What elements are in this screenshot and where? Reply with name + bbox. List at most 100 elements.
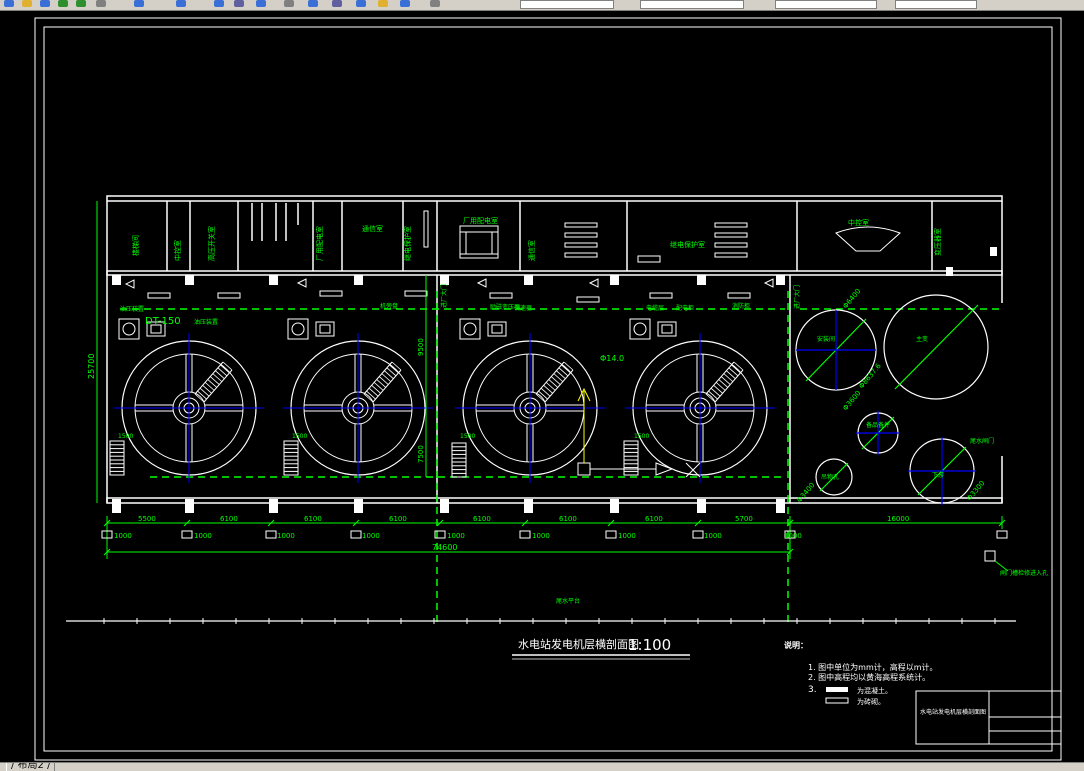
- redo-icon[interactable]: [76, 0, 86, 7]
- tool-palette-icon[interactable]: [284, 0, 294, 7]
- column: [185, 499, 194, 513]
- dimension-ticks: [101, 519, 1008, 556]
- dimension-text: 6100: [389, 515, 407, 523]
- bay-label: 吊物孔: [821, 473, 839, 481]
- columns: [112, 247, 997, 513]
- column: [776, 499, 785, 513]
- generator-units: [114, 318, 775, 483]
- corridor-equipment: [124, 278, 774, 303]
- zoom-icon[interactable]: [134, 0, 144, 7]
- legend-brick: 为砖砌。: [857, 697, 885, 706]
- title-block: [915, 690, 1062, 745]
- stair-label: 1500: [634, 433, 649, 440]
- corridor-label: 进厂大门: [440, 284, 448, 308]
- corridor-label: 调速器: [514, 304, 532, 312]
- drawing-labels: 楼梯间中控室高压开关室厂用配电室继电保护室通信室变压器室通信室厂用配电室继电保护…: [87, 216, 1048, 605]
- column: [697, 275, 706, 285]
- equipment-panel: [576, 296, 600, 303]
- stairs: [109, 440, 639, 478]
- open-icon[interactable]: [22, 0, 32, 7]
- generator-unit-4: [625, 318, 775, 483]
- equipment-panel: [404, 290, 428, 297]
- column: [269, 275, 278, 285]
- equipment-panel: [319, 290, 343, 297]
- room-label: 中控室: [173, 240, 182, 261]
- room-label: 继电保护室: [403, 226, 412, 261]
- note-1: 1. 图中单位为mm计，高程以m计。: [808, 662, 938, 672]
- room-label: 厂用配电室: [463, 216, 498, 225]
- dimension-text: 1000: [784, 532, 802, 540]
- toolbar-dropdown-3[interactable]: [775, 0, 877, 9]
- column: [440, 275, 449, 285]
- generator-unit-3: [455, 318, 605, 483]
- stair: [623, 440, 639, 476]
- bay-dim-label: Φ3400: [795, 481, 816, 504]
- note-3: 3.: [808, 685, 817, 695]
- dimension-text: 16000: [887, 515, 909, 523]
- dimension-text: 1000: [704, 532, 722, 540]
- dimension-text: 5700: [735, 515, 753, 523]
- axis-lines-green: [120, 291, 1000, 626]
- equipment-panel: [217, 292, 241, 299]
- dimension-text: 6100: [304, 515, 322, 523]
- equipment-panel: [649, 292, 673, 299]
- legend-concrete: 为混凝土。: [857, 686, 892, 695]
- dimension-text: 1000: [362, 532, 380, 540]
- room-label: 继电保护室: [670, 240, 705, 249]
- layer-state-icon[interactable]: [430, 0, 440, 7]
- room-label: 通信室: [527, 240, 536, 261]
- door-swing: [296, 278, 307, 288]
- column: [354, 275, 363, 285]
- tab-layout2[interactable]: / 布局2 /: [6, 763, 56, 771]
- room-label: 变压器室: [933, 228, 942, 256]
- cad-drawing[interactable]: 水电站发电机层横剖面图 1:100 说明： 1. 图中单位为mm计，高程以m计。…: [0, 11, 1084, 762]
- calculator-icon[interactable]: [332, 0, 342, 7]
- corridor-label: 油压装置: [194, 318, 218, 326]
- markup-icon[interactable]: [308, 0, 318, 7]
- pan-icon[interactable]: [96, 0, 106, 7]
- layer-manager-icon[interactable]: [400, 0, 410, 7]
- save-icon[interactable]: [40, 0, 50, 7]
- drawing-canvas[interactable]: 水电站发电机层横剖面图 1:100 说明： 1. 图中单位为mm计，高程以m计。…: [0, 11, 1084, 762]
- equipment-panel: [147, 292, 171, 299]
- bay-label: 备品备件: [866, 421, 890, 429]
- bay-label: 主变: [916, 335, 928, 343]
- dimension-text: 1000: [532, 532, 550, 540]
- toolbar-dropdown-2[interactable]: [640, 0, 744, 9]
- toolbar-dropdown-1[interactable]: [520, 0, 614, 9]
- stair-label: 1500: [460, 433, 475, 440]
- column: [112, 275, 121, 285]
- dimension-text: 1000: [114, 532, 132, 540]
- dimension-text: 6100: [473, 515, 491, 523]
- flow-markers: [577, 387, 1009, 572]
- notes-title: 说明：: [784, 640, 808, 650]
- column: [524, 499, 533, 513]
- design-center-icon[interactable]: [256, 0, 266, 7]
- stair: [283, 440, 299, 476]
- zoom-window-icon[interactable]: [176, 0, 186, 7]
- title-block-name: 水电站发电机层横剖面图: [920, 708, 986, 716]
- zoom-prev-icon[interactable]: [214, 0, 224, 7]
- help-icon[interactable]: [356, 0, 366, 7]
- column: [269, 499, 278, 513]
- unit-label: DT-150: [145, 316, 181, 327]
- toolbar-dropdown-4[interactable]: [895, 0, 977, 9]
- room-label: 通信室: [362, 224, 383, 233]
- door-swing: [588, 278, 599, 288]
- dimension-text: 6100: [645, 515, 663, 523]
- new-icon[interactable]: [4, 0, 14, 7]
- undo-icon[interactable]: [58, 0, 68, 7]
- corridor-label: 消防柜: [732, 302, 750, 310]
- door-swing: [763, 278, 774, 288]
- bay-label: 尾水闸门: [970, 437, 994, 445]
- bay-dim-label: Φ6400: [841, 287, 862, 310]
- room-label: 厂用配电室: [315, 226, 324, 261]
- drawing-title: 水电站发电机层横剖面图 1:100: [512, 636, 690, 660]
- corridor-label: 电缆层: [646, 304, 664, 312]
- properties-icon[interactable]: [234, 0, 244, 7]
- bay-label: 安装间: [817, 335, 835, 343]
- corridor-label: 配电柜: [676, 304, 694, 312]
- stair: [451, 442, 467, 478]
- match-properties-icon[interactable]: [378, 0, 388, 7]
- stair-label: 1500: [118, 433, 133, 440]
